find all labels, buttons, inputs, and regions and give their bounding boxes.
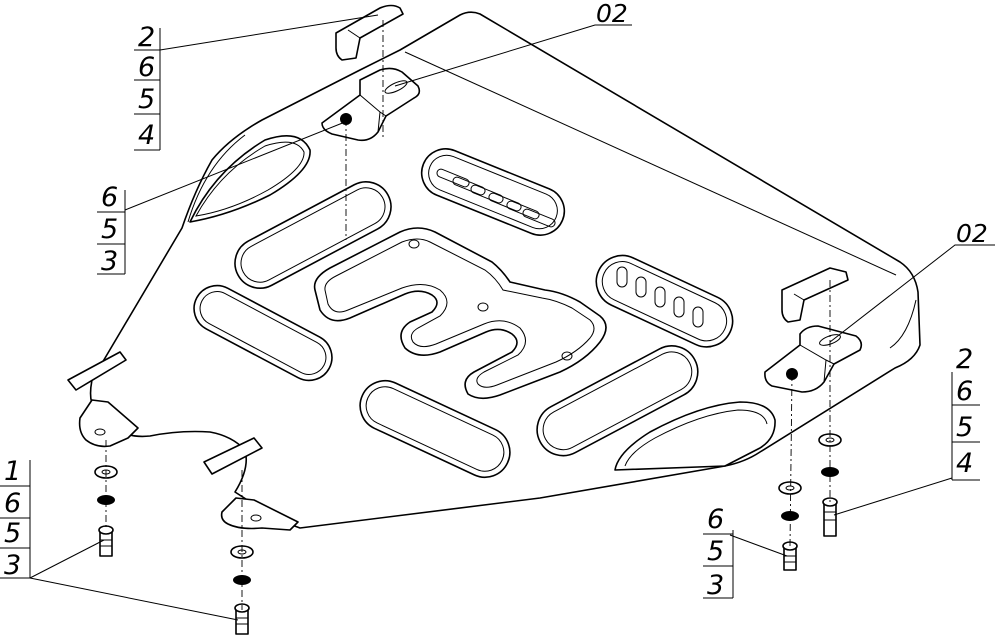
part-code-label-top: 02 xyxy=(596,0,628,28)
middle-front-bracket xyxy=(203,437,299,531)
part-number-label: 5 xyxy=(101,214,118,245)
stamped-slot-2 xyxy=(234,181,392,289)
part-number-label: 6 xyxy=(101,182,118,213)
top-l-bracket xyxy=(335,4,404,61)
part-number-label: 6 xyxy=(4,488,21,519)
label-stack-bottom-left: 1 6 5 3 xyxy=(4,456,21,581)
part-number-label: 3 xyxy=(4,550,21,581)
top-mounting-bracket xyxy=(321,67,421,142)
stamped-slot-1 xyxy=(189,134,311,223)
central-stiffening-rib xyxy=(313,227,607,400)
part-number-label: 3 xyxy=(707,570,724,601)
right-mounting-bracket xyxy=(764,325,863,393)
part-number-label: 5 xyxy=(4,518,21,549)
label-stack-bottom-right: 6 5 3 xyxy=(707,504,724,601)
part-number-label: 3 xyxy=(101,246,118,277)
part-number-label: 1 xyxy=(4,456,21,487)
part-number-label: 4 xyxy=(956,448,973,479)
part-number-label: 5 xyxy=(956,412,973,443)
label-stack-top: 2 6 5 4 xyxy=(138,22,155,151)
vent-slot-right xyxy=(595,254,734,348)
stamped-slot-4 xyxy=(359,379,511,479)
label-stack-left-mid: 6 5 3 xyxy=(101,182,118,277)
part-number-label: 6 xyxy=(707,504,724,535)
stamped-slot-5 xyxy=(536,345,699,457)
vent-slot-upper xyxy=(420,148,566,236)
assembly-axes xyxy=(105,20,831,610)
right-l-bracket xyxy=(781,267,849,323)
left-front-bracket xyxy=(67,351,139,448)
stamped-slot-6 xyxy=(614,401,776,471)
part-number-label: 2 xyxy=(138,22,155,53)
part-number-label: 2 xyxy=(956,344,973,375)
part-number-label: 6 xyxy=(956,376,973,407)
stamped-slot-3 xyxy=(193,284,333,382)
part-number-label: 5 xyxy=(707,536,724,567)
part-number-label: 5 xyxy=(138,84,155,115)
part-code-label-right: 02 xyxy=(956,219,988,248)
fastener-stack-right-inner xyxy=(778,481,802,571)
skid-plate-body xyxy=(89,11,921,529)
label-stack-right: 2 6 5 4 xyxy=(956,344,973,479)
part-number-label: 4 xyxy=(138,120,155,151)
leader-lines xyxy=(0,14,995,621)
part-number-label: 6 xyxy=(138,52,155,83)
mounting-holes xyxy=(408,239,573,361)
